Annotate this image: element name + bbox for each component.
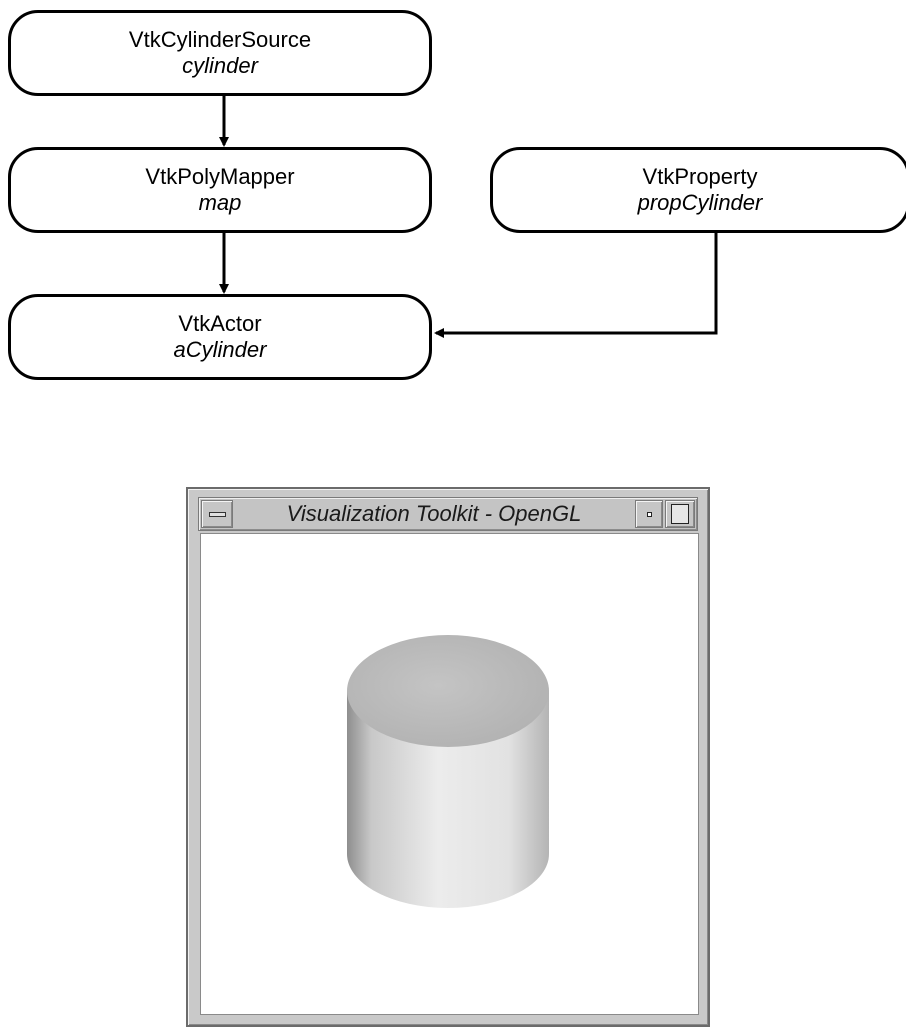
node-class-name: VtkCylinderSource [128,27,312,53]
window-menu-icon [209,512,226,517]
node-class-name: VtkProperty [642,164,758,190]
node-cylinder-source: VtkCylinderSource cylinder [8,10,432,96]
node-property: VtkProperty propCylinder [490,147,906,233]
window-titlebar[interactable]: Visualization Toolkit - OpenGL [198,497,698,531]
window-menu-button[interactable] [201,500,233,528]
cylinder-render [347,635,549,908]
node-class-name: VtkActor [178,311,262,337]
window-title: Visualization Toolkit - OpenGL [286,501,582,526]
minimize-button[interactable] [635,500,663,528]
node-instance-name: propCylinder [637,190,763,215]
node-instance-name: cylinder [182,53,258,78]
node-instance-name: aCylinder [173,337,267,362]
node-actor: VtkActor aCylinder [8,294,432,380]
minimize-icon [647,512,652,517]
maximize-button[interactable] [665,500,695,528]
maximize-icon [671,504,689,524]
cylinder-top [347,635,549,747]
render-window: Visualization Toolkit - OpenGL [186,487,710,1027]
node-poly-mapper: VtkPolyMapper map [8,147,432,233]
node-class-name: VtkPolyMapper [145,164,295,190]
cylinder-side [347,691,549,908]
arrow-property-to-actor [434,233,718,338]
render-viewport[interactable] [200,533,699,1015]
node-instance-name: map [198,190,242,215]
